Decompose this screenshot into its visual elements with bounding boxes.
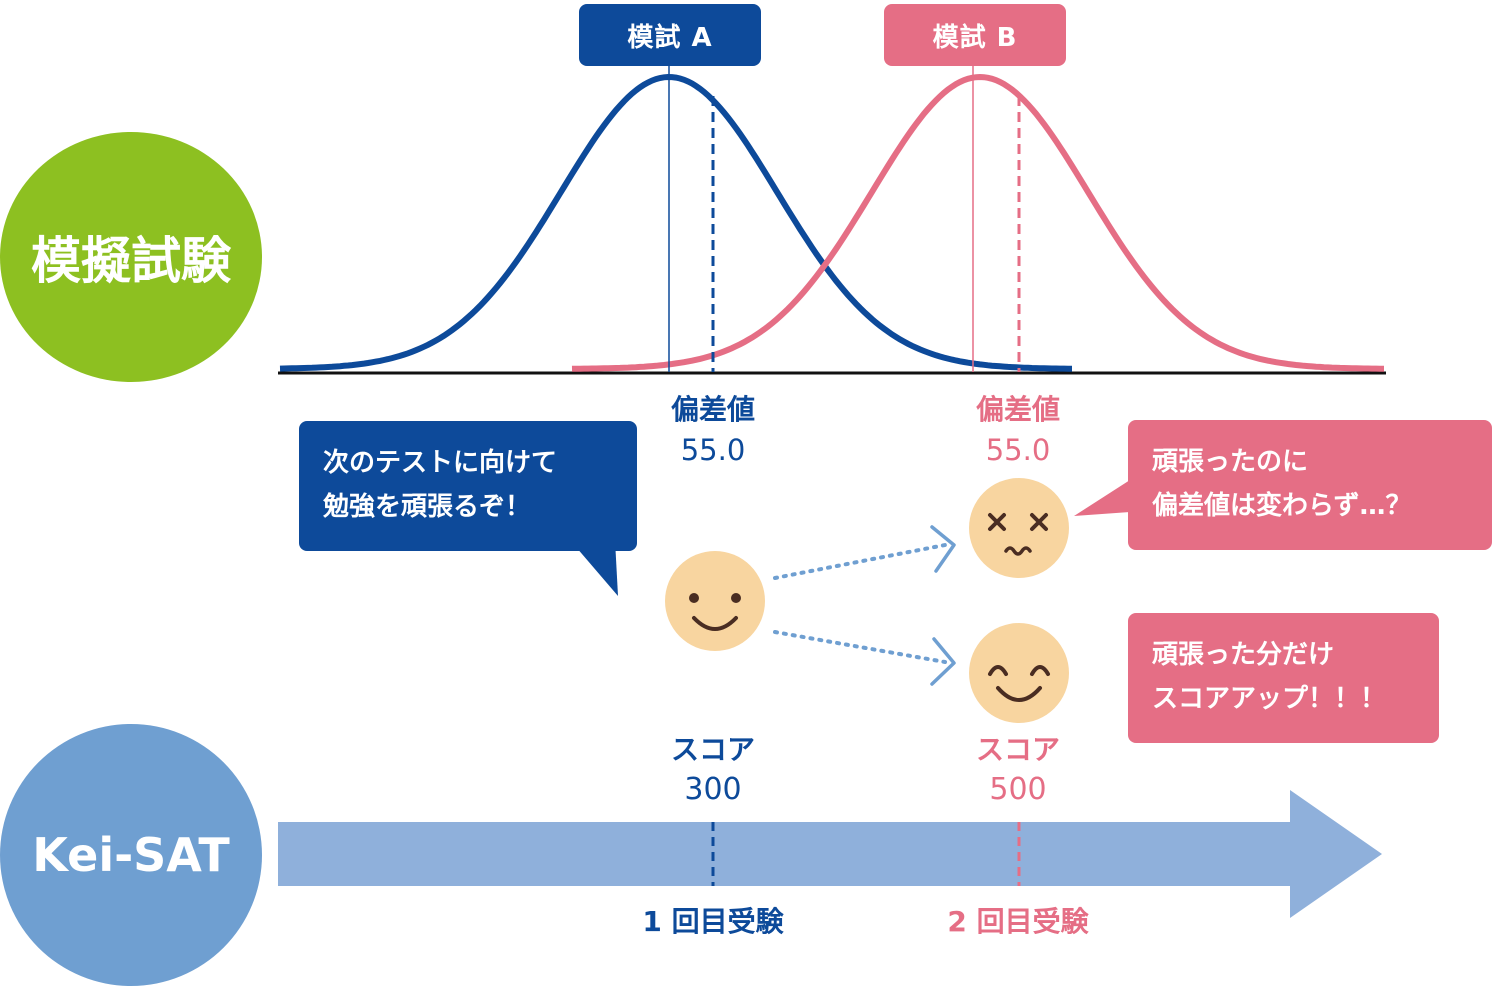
- curve-b: [571, 73, 1384, 372]
- dotted-arrow-icon: [773, 525, 956, 686]
- kei-sat-label: Kei-SAT: [32, 828, 230, 882]
- score-second-label: スコア: [975, 733, 1060, 766]
- deviation-b: 偏差値 55.0: [948, 390, 1088, 470]
- bubble-left: 次のテストに向けて 勉強を頑張るぞ！: [299, 421, 637, 551]
- attempt-second-text: 2 回目受験: [947, 905, 1089, 938]
- attempt-first: 1 回目受験: [613, 902, 813, 942]
- tag-exam-a: 模試 A: [579, 4, 761, 66]
- deviation-b-value: 55.0: [985, 433, 1051, 467]
- attempt-first-text: 1 回目受験: [642, 905, 784, 938]
- score-first-value: 300: [684, 772, 742, 807]
- bubble-left-line-1: 次のテストに向けて: [323, 448, 558, 478]
- mock-exam-circle: 模擬試験: [0, 132, 262, 382]
- bubble-left-line-2: 勉強を頑張るぞ！: [323, 492, 532, 522]
- kei-sat-circle: Kei-SAT: [0, 724, 262, 986]
- bubble-top-right: 頑張ったのに 偏差値は変わらず…？: [1128, 420, 1492, 550]
- bubble-top-right-line-2: 偏差値は変わらず…？: [1152, 491, 1412, 521]
- tag-exam-b-text: 模試 B: [932, 22, 1018, 53]
- score-second-value: 500: [989, 772, 1047, 807]
- bubble-bottom-right: 頑張った分だけ スコアアップ！！！: [1128, 613, 1439, 743]
- bubble-bottom-right-line-1: 頑張った分だけ: [1152, 640, 1335, 670]
- dizzy-face-icon: [969, 478, 1069, 578]
- smile-face-icon: [665, 551, 765, 651]
- tag-exam-b: 模試 B: [884, 4, 1066, 66]
- timeline-arrow: [278, 790, 1382, 918]
- curve-a: [279, 73, 1072, 372]
- score-first: スコア 300: [643, 730, 783, 810]
- distribution-chart: [278, 62, 1386, 375]
- happy-face-icon: [969, 623, 1069, 723]
- tag-exam-a-text: 模試 A: [627, 22, 713, 53]
- bubble-bottom-right-line-2: スコアアップ！！！: [1152, 684, 1387, 714]
- mock-exam-label: 模擬試験: [31, 232, 231, 290]
- bubble-top-right-line-1: 頑張ったのに: [1152, 447, 1309, 477]
- deviation-b-label: 偏差値: [975, 393, 1060, 426]
- score-first-label: スコア: [670, 733, 755, 766]
- attempt-second: 2 回目受験: [918, 902, 1118, 942]
- deviation-a: 偏差値 55.0: [643, 390, 783, 470]
- deviation-a-value: 55.0: [680, 433, 746, 467]
- score-second: スコア 500: [948, 730, 1088, 810]
- bubble-top-right-tail: [1074, 480, 1130, 516]
- deviation-a-label: 偏差値: [670, 393, 755, 426]
- bubble-left-tail: [570, 540, 618, 596]
